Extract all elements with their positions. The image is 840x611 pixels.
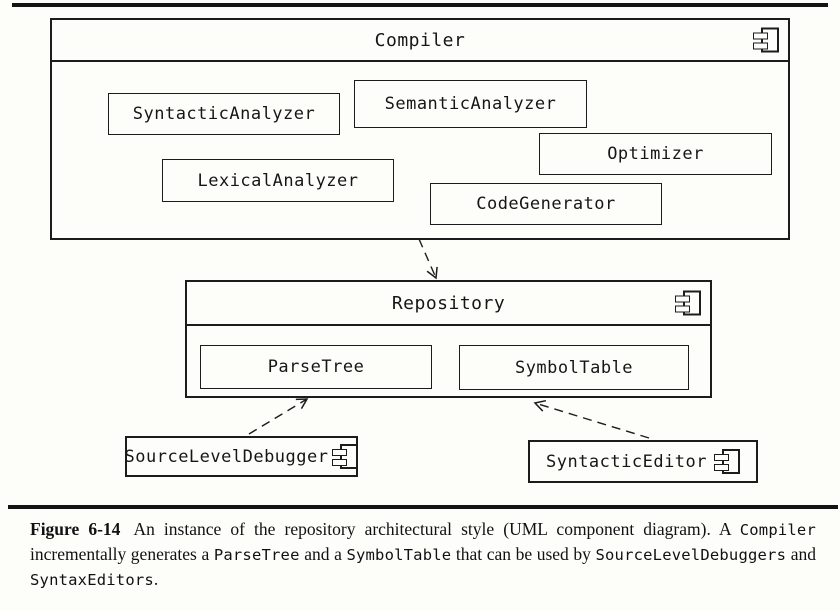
module-label: LexicalAnalyzer bbox=[197, 170, 359, 191]
caption-divider-rule bbox=[8, 505, 838, 509]
caption-code-debuggers: SourceLevelDebuggers bbox=[595, 546, 787, 564]
caption-text: incrementally generates a bbox=[30, 544, 214, 564]
module-label: Optimizer bbox=[607, 144, 704, 164]
repository-title: Repository bbox=[391, 292, 506, 314]
uml-component-icon bbox=[714, 449, 741, 474]
module-code-generator: CodeGenerator bbox=[430, 183, 662, 225]
compiler-title: Compiler bbox=[374, 29, 466, 51]
caption-code-syntaxeditors: SyntaxEditors bbox=[30, 571, 154, 589]
caption-text: . bbox=[153, 569, 159, 589]
compiler-header: Compiler bbox=[52, 20, 788, 62]
module-lexical-analyzer: LexicalAnalyzer bbox=[162, 159, 394, 202]
component-icon-tab-bottom bbox=[753, 42, 768, 50]
caption-text: and bbox=[786, 544, 816, 564]
module-label: ParseTree bbox=[267, 357, 365, 377]
caption-code-parsetree: ParseTree bbox=[213, 546, 300, 564]
module-label: SemanticAnalyzer bbox=[384, 94, 557, 114]
module-symbol-table: SymbolTable bbox=[459, 345, 689, 390]
module-semantic-analyzer: SemanticAnalyzer bbox=[354, 80, 587, 128]
source-level-debugger-component: SourceLevelDebugger bbox=[124, 436, 359, 477]
component-icon-tab-top bbox=[332, 449, 348, 456]
module-optimizer: Optimizer bbox=[539, 133, 772, 175]
repository-component: Repository ParseTree SymbolTable bbox=[185, 280, 712, 398]
module-label: SyntacticAnalyzer bbox=[132, 104, 316, 124]
component-icon-tab-bottom bbox=[714, 464, 730, 471]
arrow-debugger-to-repository bbox=[248, 398, 309, 435]
compiler-component: Compiler SyntacticAnalyzer SemanticAnaly… bbox=[50, 18, 790, 240]
figure-caption: Figure 6-14 An instance of the repository… bbox=[30, 517, 816, 592]
repository-header: Repository bbox=[187, 282, 710, 326]
uml-component-icon bbox=[675, 290, 701, 316]
arrow-editor-to-repository bbox=[533, 399, 650, 439]
caption-text: An instance of the repository architectu… bbox=[133, 519, 740, 539]
component-icon-tab-top bbox=[714, 454, 730, 461]
syntactic-editor-component: SyntacticEditor bbox=[528, 440, 758, 483]
caption-text: that can be used by bbox=[451, 544, 596, 564]
component-label: SourceLevelDebugger bbox=[124, 446, 329, 467]
top-page-rule bbox=[12, 3, 828, 7]
caption-text: and a bbox=[299, 544, 347, 564]
component-label: SyntacticEditor bbox=[545, 451, 708, 472]
arrow-compiler-to-repository bbox=[418, 238, 438, 280]
module-label: SymbolTable bbox=[514, 357, 634, 378]
uml-component-icon bbox=[753, 27, 779, 53]
module-parse-tree: ParseTree bbox=[200, 345, 432, 389]
component-icon-tab-top bbox=[675, 295, 690, 303]
component-icon-tab-bottom bbox=[675, 305, 690, 313]
figure-label: Figure 6-14 bbox=[30, 519, 121, 539]
module-syntactic-analyzer: SyntacticAnalyzer bbox=[108, 93, 340, 135]
uml-component-icon bbox=[332, 444, 359, 469]
caption-code-compiler: Compiler bbox=[739, 521, 816, 539]
module-label: CodeGenerator bbox=[476, 194, 616, 214]
caption-code-symboltable: SymbolTable bbox=[346, 546, 452, 564]
component-icon-tab-top bbox=[753, 32, 768, 40]
component-icon-tab-bottom bbox=[332, 459, 348, 466]
